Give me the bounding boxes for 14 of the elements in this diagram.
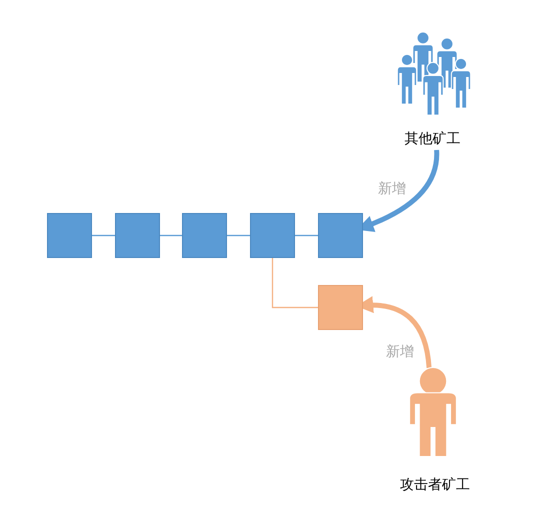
block-square xyxy=(318,213,363,258)
connector-line xyxy=(295,234,318,236)
edge-label: 新增 xyxy=(378,180,406,198)
block-square xyxy=(47,213,92,258)
edge-label: 新增 xyxy=(386,343,414,361)
node-caption: 其他矿工 xyxy=(404,130,462,148)
connector-line xyxy=(92,234,115,236)
block-square xyxy=(318,285,363,330)
connector-line xyxy=(160,234,182,236)
block-square xyxy=(250,213,295,258)
block-square xyxy=(115,213,160,258)
connector-line xyxy=(272,258,318,308)
connector-line xyxy=(227,234,250,236)
block-square xyxy=(182,213,227,258)
